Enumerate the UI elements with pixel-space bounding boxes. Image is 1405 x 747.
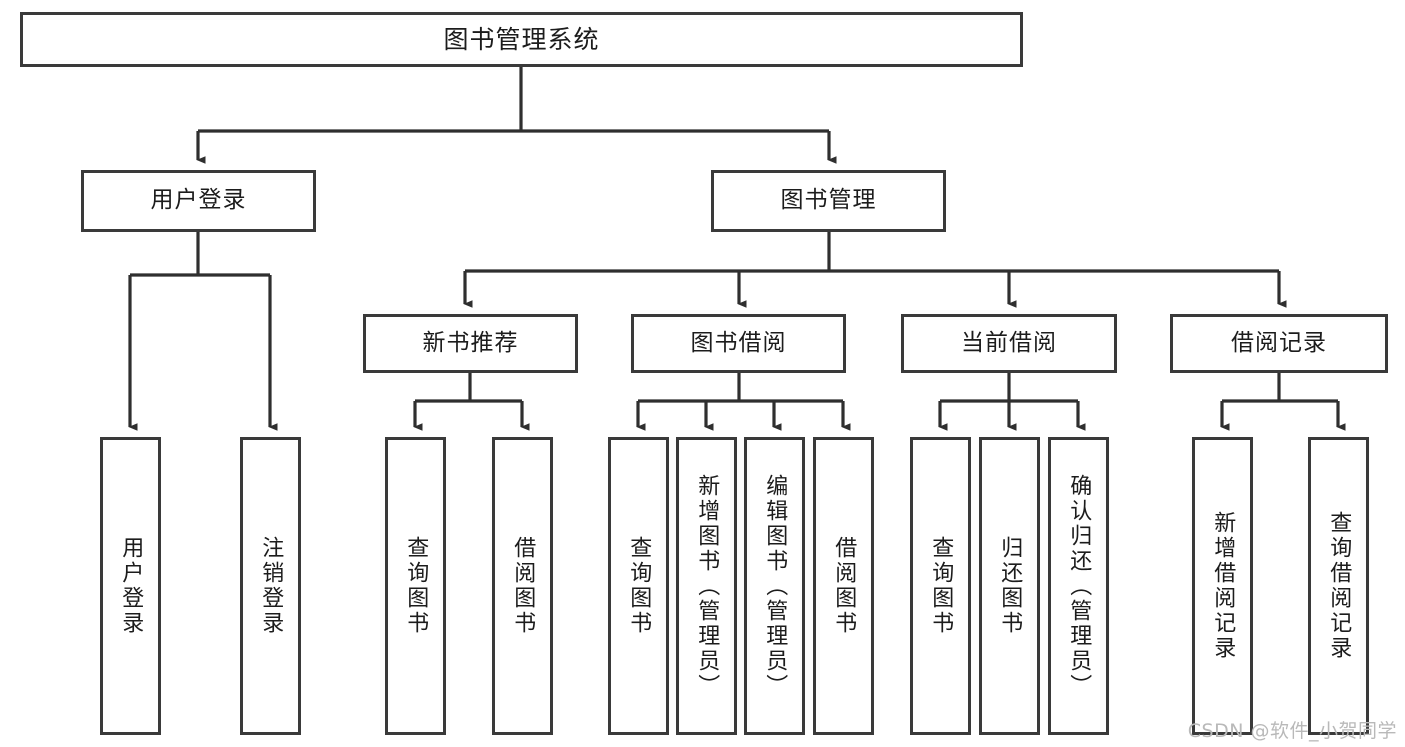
- node-leaf-query-book-3-label: 查询图书: [928, 536, 954, 636]
- node-new-book-recommend[interactable]: 新书推荐: [363, 314, 578, 373]
- node-leaf-logout-login[interactable]: 注销登录: [240, 437, 301, 735]
- node-leaf-query-book-2-label: 查询图书: [626, 536, 652, 636]
- node-leaf-borrow-book-2-label: 借阅图书: [831, 536, 857, 636]
- node-leaf-add-book-label: 新增图书（管理员）: [694, 473, 720, 699]
- node-leaf-query-book-1[interactable]: 查询图书: [385, 437, 446, 735]
- node-leaf-add-book[interactable]: 新增图书（管理员）: [676, 437, 737, 735]
- node-leaf-borrow-book-2[interactable]: 借阅图书: [813, 437, 874, 735]
- node-leaf-edit-book-label: 编辑图书（管理员）: [762, 473, 788, 699]
- node-new-book-recommend-label: 新书推荐: [422, 329, 519, 356]
- node-book-borrow[interactable]: 图书借阅: [631, 314, 846, 373]
- node-leaf-query-book-3[interactable]: 查询图书: [910, 437, 971, 735]
- node-leaf-user-login-label: 用户登录: [118, 536, 144, 636]
- node-root[interactable]: 图书管理系统: [20, 12, 1023, 67]
- node-leaf-confirm-return[interactable]: 确认归还（管理员）: [1048, 437, 1109, 735]
- node-borrow-record[interactable]: 借阅记录: [1170, 314, 1388, 373]
- watermark: CSDN @软件_小贺同学: [1187, 720, 1397, 742]
- node-leaf-user-login[interactable]: 用户登录: [100, 437, 161, 735]
- node-leaf-logout-login-label: 注销登录: [258, 536, 284, 636]
- node-root-label: 图书管理系统: [443, 24, 600, 54]
- node-leaf-query-book-2[interactable]: 查询图书: [608, 437, 669, 735]
- node-current-borrow-label: 当前借阅: [961, 329, 1057, 356]
- node-leaf-add-record-label: 新增借阅记录: [1210, 511, 1236, 661]
- node-leaf-borrow-book-1-label: 借阅图书: [510, 536, 536, 636]
- node-leaf-return-book-label: 归还图书: [997, 536, 1023, 636]
- node-leaf-query-record-label: 查询借阅记录: [1326, 511, 1352, 661]
- node-leaf-query-book-1-label: 查询图书: [403, 536, 429, 636]
- node-leaf-borrow-book-1[interactable]: 借阅图书: [492, 437, 553, 735]
- node-borrow-record-label: 借阅记录: [1231, 329, 1327, 356]
- node-leaf-add-record[interactable]: 新增借阅记录: [1192, 437, 1253, 735]
- node-book-borrow-label: 图书借阅: [690, 329, 787, 356]
- node-user-login-label: 用户登录: [150, 187, 247, 214]
- node-book-manage-label: 图书管理: [780, 187, 877, 214]
- node-leaf-confirm-return-label: 确认归还（管理员）: [1066, 473, 1092, 699]
- node-book-manage[interactable]: 图书管理: [711, 170, 946, 232]
- node-current-borrow[interactable]: 当前借阅: [901, 314, 1117, 373]
- node-leaf-return-book[interactable]: 归还图书: [979, 437, 1040, 735]
- node-leaf-edit-book[interactable]: 编辑图书（管理员）: [744, 437, 805, 735]
- node-user-login[interactable]: 用户登录: [81, 170, 316, 232]
- node-leaf-query-record[interactable]: 查询借阅记录: [1308, 437, 1369, 735]
